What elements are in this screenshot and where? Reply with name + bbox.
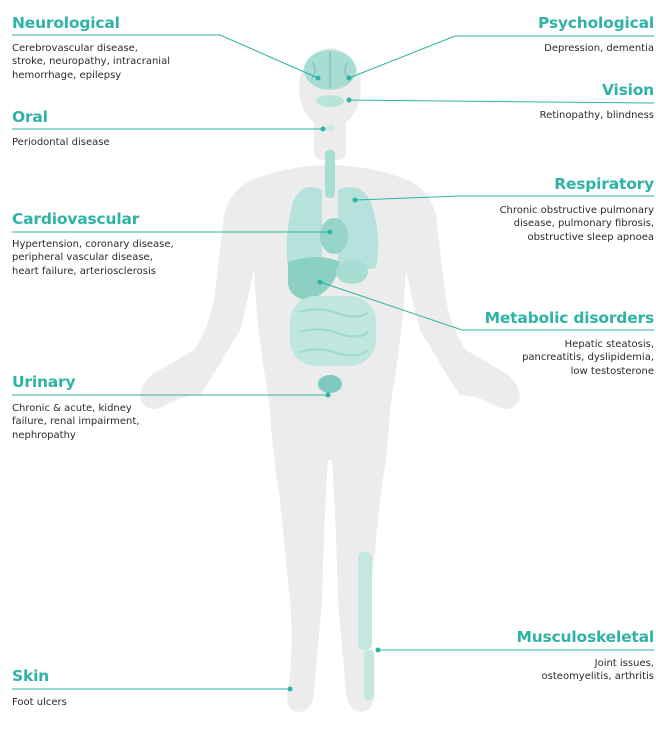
metabolic-description: Hepatic steatosis, pancreatitis, dyslipi… [522,338,654,378]
trachea-icon [325,150,335,198]
musculoskeletal-title: Musculoskeletal [516,628,654,646]
skin-title: Skin [12,667,49,685]
vision-dot [347,98,352,103]
femur-bone-icon [358,552,372,650]
urinary-dot [326,393,331,398]
heart-icon [320,218,348,254]
mouth-icon [325,125,335,131]
respiratory-dot [353,198,358,203]
respiratory-description: Chronic obstructive pulmonary disease, p… [500,204,654,244]
neurological-title: Neurological [12,14,120,32]
skin-description: Foot ulcers [12,696,67,709]
psychological-title: Psychological [538,14,654,32]
metabolic-dot [318,280,323,285]
bladder-icon [318,375,342,393]
urinary-description: Chronic & acute, kidney failure, renal i… [12,402,139,442]
vision-connector [349,100,654,103]
oral-dot [321,127,326,132]
oral-title: Oral [12,108,48,126]
cardiovascular-description: Hypertension, coronary disease, peripher… [12,238,174,278]
oral-description: Periodontal disease [12,136,110,149]
vision-description: Retinopathy, blindness [540,109,654,122]
musculoskeletal-description: Joint issues, osteomyelitis, arthritis [542,657,654,684]
eye-icon [316,95,344,107]
urinary-title: Urinary [12,373,75,391]
psychological-dot [347,76,352,81]
stomach-icon [336,260,368,284]
tibia-bone-icon [364,650,374,700]
psychological-description: Depression, dementia [544,42,654,55]
cardiovascular-title: Cardiovascular [12,210,139,228]
respiratory-title: Respiratory [554,175,654,193]
neurological-description: Cerebrovascular disease, stroke, neuropa… [12,42,170,82]
neurological-dot [316,76,321,81]
vision-title: Vision [602,81,654,99]
cardiovascular-dot [328,230,333,235]
musculoskeletal-dot [376,648,381,653]
skin-dot [288,687,293,692]
metabolic-title: Metabolic disorders [485,309,654,327]
